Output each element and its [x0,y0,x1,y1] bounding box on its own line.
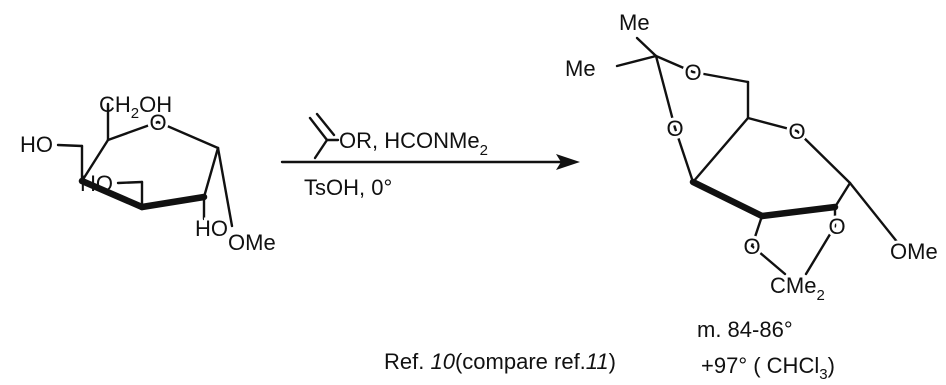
reference-text: Ref. 10(compare ref.11) [384,349,616,374]
reaction-arrowhead [556,154,580,170]
optical-rotation: +97° ( CHCl3) [701,353,835,383]
product-bond-c3-o3 [750,214,764,248]
reactant-bond-c1-c2 [202,146,220,199]
reagent-below-arrow: TsOH, 0° [304,175,392,200]
product-structure: Me Me O O O O O CMe2 OMe [565,10,941,304]
reactant-c2-hydroxyl: HO [195,216,228,241]
product-ring-oxygen: O [788,119,805,144]
reaction-arrow-group: OR, HCONMe2 TsOH, 0° [280,112,580,200]
reactant-bond-c5-o [106,120,160,142]
product-bond-cme2-o4 [654,54,677,130]
product-bond-c1-c2 [833,181,852,209]
reactant-c3-hydroxyl: HO [80,171,113,196]
product-acetal-oxygen-upper: O [684,60,701,85]
product-bond-o2-cme2 [804,224,837,276]
product-isopropylidene: CMe2 [770,273,825,304]
product-bond-o4-c4 [673,126,695,184]
product-o3-oxygen: O [743,234,760,259]
reagent-above-arrow: OR, HCONMe2 [339,128,488,159]
vinyl-methyl-bond [313,138,329,160]
product-bond-o6-cme2 [654,54,695,74]
reactant-bond-o4-h [56,143,84,148]
reactant-ring-oxygen: O [149,110,166,135]
product-bond-c3-c4 [689,178,766,220]
reactant-c6-group: CH2OH [99,92,172,122]
product-o2-oxygen: O [828,214,845,239]
reactant-bond-c4-c5 [80,138,110,183]
product-bond-methyl-top [635,36,658,58]
vinyl-double-bond-inner [315,112,336,137]
product-bond-o-c1 [795,129,852,185]
reactant-c4-hydroxyl: HO [20,132,53,157]
reactant-bond-o-c1 [156,120,220,150]
reactant-anomeric-methoxy: OMe [228,230,276,255]
vinyl-double-bond-outer [308,116,329,142]
product-anomeric-methoxy: OMe [890,239,938,264]
reactant-bond-c2-c3 [138,193,208,211]
product-methyl-top: Me [619,10,650,35]
product-methyl-left: Me [565,56,596,81]
product-acetal-oxygen-lower: O [666,116,683,141]
reference-notes: Ref. 10(compare ref.11) [384,349,616,374]
reactant-bond-c1-o1 [216,146,234,228]
product-bond-methyl-left [615,54,658,68]
product-bond-c5-o [746,116,799,133]
reactant-structure: O CH2OH HO HO HO OMe [20,92,279,258]
physical-data: m. 84-86° +97° ( CHCl3) [697,317,835,383]
reactant-bond-o3-h [116,180,144,185]
reactant-bond-c3-c4 [78,177,146,211]
melting-point: m. 84-86° [697,317,793,342]
product-bond-o3-cme2 [750,244,787,276]
product-bond-c1-o1 [848,181,904,250]
product-bond-c6-o6 [691,70,750,84]
product-bond-c4-c5 [691,116,750,184]
product-bond-c2-c3 [758,203,839,220]
